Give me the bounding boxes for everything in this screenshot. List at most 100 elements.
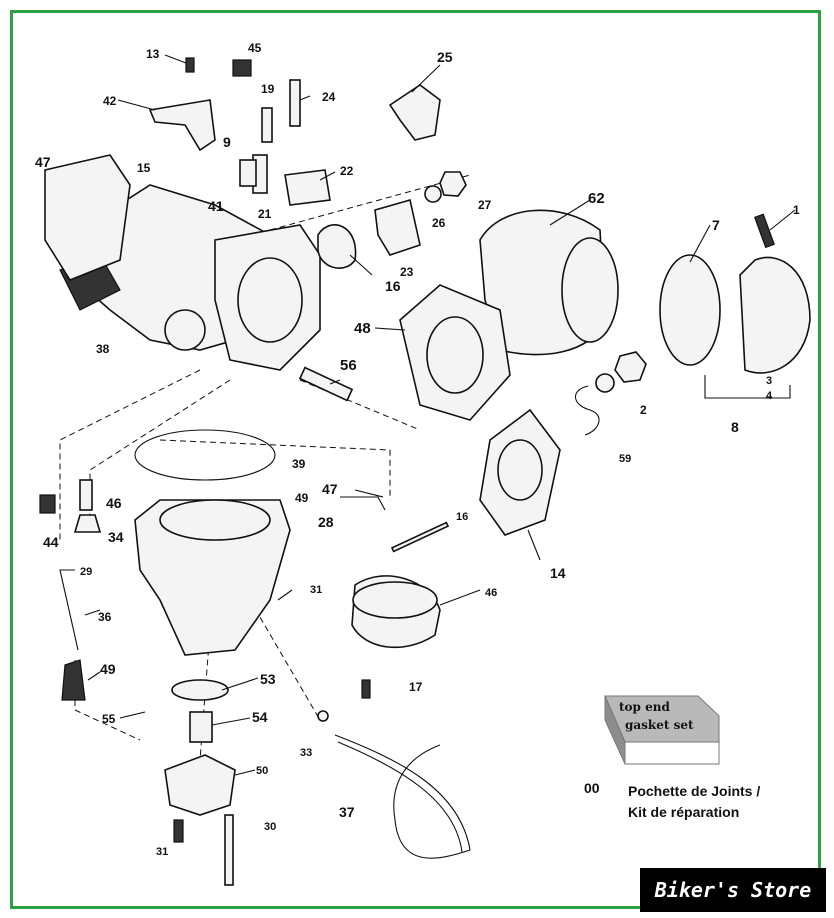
leader-line <box>354 489 384 498</box>
label-16: 16 <box>456 511 468 523</box>
label-2: 2 <box>640 403 647 417</box>
clamp-1 <box>739 256 811 374</box>
label-53: 53 <box>260 671 276 687</box>
label-26: 27 <box>478 198 492 212</box>
screw-19 <box>261 107 273 143</box>
leader-line <box>234 769 256 776</box>
diaphragm-53 <box>171 679 229 701</box>
label-28: 29 <box>80 566 92 578</box>
hose-37-b <box>337 741 463 853</box>
cover-50 <box>164 754 236 816</box>
label-54: 54 <box>252 709 268 725</box>
bracket-41 <box>148 99 216 152</box>
gasket-45 <box>44 154 131 281</box>
label-50: 50 <box>256 765 268 777</box>
label-13: 13 <box>146 47 160 61</box>
screw-17 <box>361 679 371 699</box>
leader-line <box>374 327 406 331</box>
label-24: 23 <box>400 265 414 279</box>
label-42: 45 <box>248 41 262 55</box>
gasket-card-line1: top end <box>619 700 670 714</box>
label-30: 31 <box>310 584 322 596</box>
label-14: 14 <box>550 565 566 581</box>
guide-line <box>89 379 231 520</box>
float-46-top <box>352 581 438 619</box>
spring-59 <box>574 385 600 436</box>
accelerator-pump-38 <box>164 309 206 351</box>
caption-line1: Pochette de Joints / <box>628 783 761 799</box>
label-22: 22 <box>340 164 354 178</box>
label-48: 48 <box>354 320 371 337</box>
store-logo: Biker's Store <box>640 868 826 912</box>
spring-54 <box>189 711 213 743</box>
label-47: 47 <box>322 481 338 497</box>
leader-line <box>340 496 386 511</box>
label-16-top: 16 <box>385 278 401 294</box>
leader-line <box>277 589 293 601</box>
jet-34 <box>73 514 102 533</box>
label-20: 21 <box>258 207 272 221</box>
label-36: 36 <box>98 610 112 624</box>
clip-42 <box>232 59 252 77</box>
leader-line <box>84 609 101 616</box>
label-9: 9 <box>223 134 231 150</box>
label-34: 34 <box>108 529 124 545</box>
jet-44 <box>79 479 93 511</box>
label-38: 38 <box>96 342 110 356</box>
leader-line <box>164 54 187 64</box>
screw-13 <box>185 57 195 73</box>
o-ring-39 <box>134 429 276 481</box>
label-41: 42 <box>103 94 117 108</box>
pin-16 <box>390 521 450 553</box>
label-31: 31 <box>156 846 168 858</box>
washer-25 <box>424 185 442 203</box>
leader-line <box>299 95 311 101</box>
leader-line <box>549 199 591 226</box>
label-15: 15 <box>137 161 151 175</box>
leader-line <box>319 171 336 181</box>
bowl-opening <box>159 499 271 541</box>
screw-29 <box>224 814 234 886</box>
label-59: 59 <box>619 453 631 465</box>
leader-line <box>211 717 251 726</box>
stud-56 <box>298 366 354 402</box>
gasket-card-line2: gasket set <box>625 718 694 732</box>
label-7: 7 <box>712 217 720 233</box>
nut-26 <box>439 171 467 197</box>
guide-line <box>249 599 321 721</box>
ring-7 <box>659 254 721 366</box>
label-43: 44 <box>43 534 59 550</box>
jet-43 <box>39 494 56 514</box>
leader-line <box>527 529 541 561</box>
label-1: 1 <box>793 203 800 217</box>
label-25: 26 <box>432 216 446 230</box>
label-23: 25 <box>437 49 453 65</box>
label-49-bowl: 49 <box>295 491 309 505</box>
clip-33 <box>317 710 329 722</box>
leader-line <box>117 99 156 111</box>
label-33: 33 <box>300 747 312 759</box>
screw-31 <box>173 819 184 843</box>
leader-line <box>411 64 441 93</box>
leader-line <box>439 589 481 606</box>
cam-24 <box>374 198 421 256</box>
guide-line <box>269 174 471 231</box>
spring-40a <box>239 159 257 187</box>
label-40a: 41 <box>208 198 224 214</box>
bore-opening <box>237 257 303 343</box>
label-44: 46 <box>106 495 122 511</box>
label-62: 62 <box>588 190 605 207</box>
guide-line <box>74 660 141 741</box>
leader-line <box>329 379 341 385</box>
label-4: 4 <box>766 390 773 402</box>
leader-line <box>704 375 791 399</box>
hose-37 <box>334 734 471 859</box>
leader-line <box>87 671 101 681</box>
label-3: 3 <box>766 375 772 387</box>
label-17: 17 <box>409 680 423 694</box>
guide-line <box>159 439 391 500</box>
gasket-card-shape <box>604 695 720 765</box>
label-27: 28 <box>318 514 334 530</box>
